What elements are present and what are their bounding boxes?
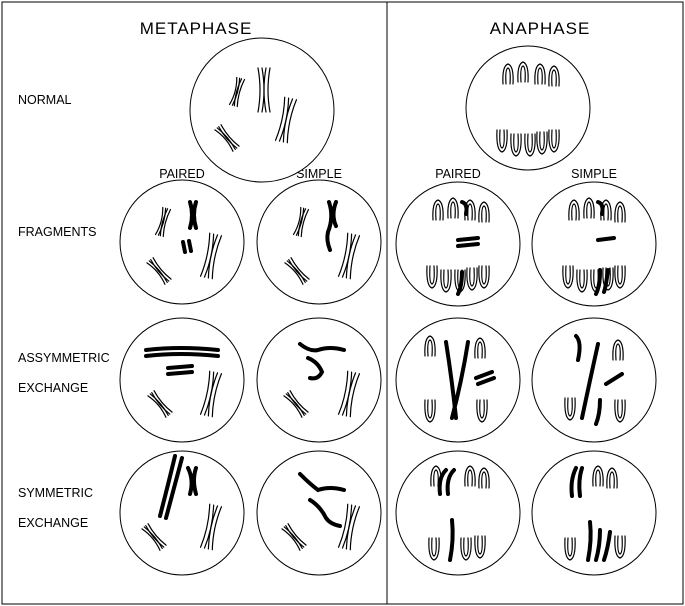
aberrant-chromatid bbox=[586, 520, 612, 562]
cell-fragments-metaphase-simple bbox=[256, 179, 382, 305]
row-label-asymmetric-2: EXCHANGE bbox=[18, 381, 88, 395]
cell-fragments-metaphase-paired bbox=[119, 179, 245, 305]
subheader-anaphase-simple: SIMPLE bbox=[571, 167, 617, 181]
chromosome-fragment bbox=[166, 364, 194, 376]
cell-asymmetric-metaphase-simple bbox=[256, 317, 382, 443]
cell-symmetric-metaphase-paired bbox=[119, 450, 245, 576]
aberrant-chromosome bbox=[186, 466, 198, 496]
chromosome-fragment bbox=[181, 239, 193, 254]
aberrant-chromosome bbox=[188, 200, 198, 230]
cell-symmetric-anaphase-simple bbox=[531, 450, 657, 576]
chromosome-fragment bbox=[474, 370, 496, 386]
cell-fragments-anaphase-paired bbox=[395, 181, 521, 307]
dicentric-chromosome bbox=[144, 346, 220, 358]
cell-symmetric-metaphase-simple bbox=[256, 450, 382, 576]
subheader-metaphase-paired: PAIRED bbox=[159, 167, 205, 181]
row-label-asymmetric-1: ASSYMMETRIC bbox=[18, 351, 110, 365]
chromosome-fragment bbox=[596, 236, 616, 242]
dicentric-bridge bbox=[444, 340, 470, 420]
chromosome-fragment bbox=[604, 372, 624, 386]
row-label-symmetric-1: SYMMETRIC bbox=[18, 486, 93, 500]
chromosome-fragment bbox=[456, 236, 480, 248]
row-label-normal: NORMAL bbox=[18, 93, 72, 107]
aberrant-chromatid bbox=[448, 518, 455, 562]
aberrant-chromatid bbox=[574, 334, 582, 362]
dicentric-bridge bbox=[580, 342, 600, 420]
subheader-metaphase-simple: SIMPLE bbox=[296, 167, 342, 181]
cell-asymmetric-metaphase-paired bbox=[119, 317, 245, 443]
cell-asymmetric-anaphase-simple bbox=[531, 317, 657, 443]
cell-symmetric-anaphase-paired bbox=[395, 450, 521, 576]
cell-fragments-anaphase-simple bbox=[531, 181, 657, 307]
row-label-fragments: FRAGMENTS bbox=[18, 225, 96, 239]
aberrant-chromatid bbox=[437, 468, 456, 496]
aberrant-chromosome bbox=[325, 200, 338, 252]
row-label-symmetric-2: EXCHANGE bbox=[18, 516, 88, 530]
aberrant-chromatid bbox=[569, 466, 584, 498]
aberrant-chromatid bbox=[596, 200, 605, 216]
cell-asymmetric-anaphase-paired bbox=[395, 317, 521, 443]
cell-normal-anaphase bbox=[465, 45, 591, 171]
exchange-configuration bbox=[298, 342, 346, 381]
header-anaphase: ANAPHASE bbox=[490, 19, 591, 38]
aberrant-chromatid bbox=[460, 200, 469, 216]
exchange-configuration bbox=[298, 472, 346, 528]
aberrant-chromosome bbox=[158, 454, 184, 520]
aberrant-chromatid bbox=[456, 270, 464, 296]
aberrant-chromatid bbox=[594, 268, 610, 296]
cell-normal-metaphase bbox=[189, 37, 335, 183]
aberrant-chromatid bbox=[594, 398, 602, 426]
subheader-anaphase-paired: PAIRED bbox=[435, 167, 481, 181]
header-metaphase: METAPHASE bbox=[140, 19, 253, 38]
